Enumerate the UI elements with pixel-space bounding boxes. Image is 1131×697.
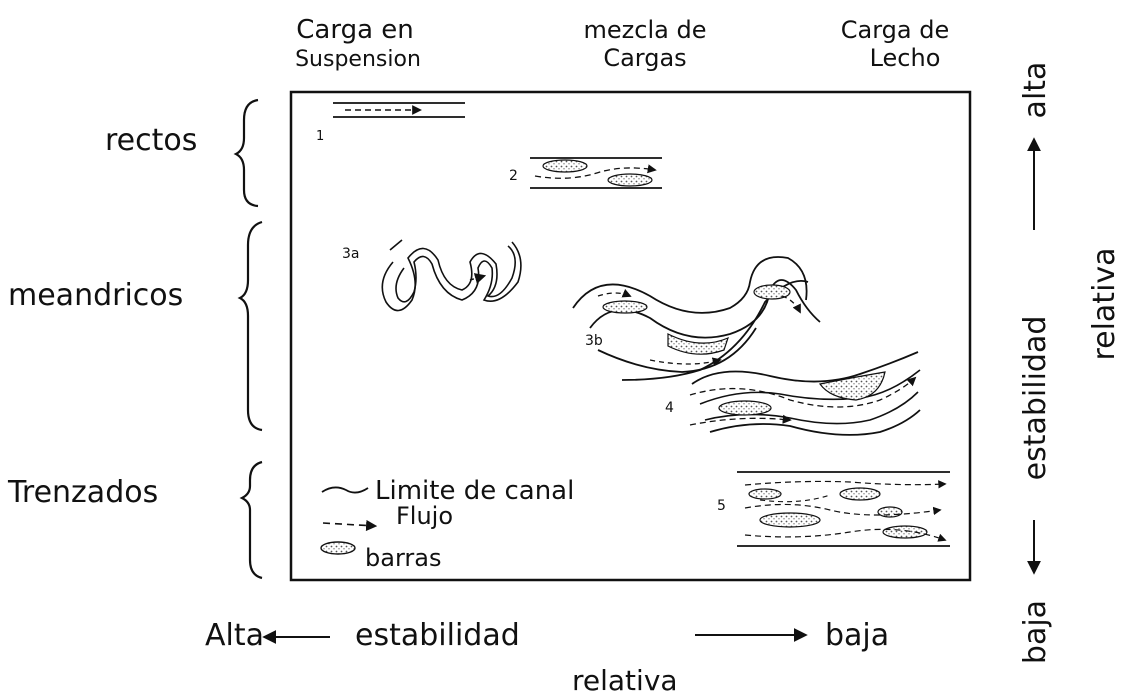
diagram-frame: [291, 92, 970, 580]
y-axis-low: baja: [1018, 600, 1053, 664]
column-header-bedload: Carga de Lecho: [841, 16, 949, 72]
column-header-mixed: mezcla de Cargas: [584, 16, 707, 72]
svg-text:Carga en: Carga en: [296, 15, 414, 45]
channel-3a-label: 3a: [342, 246, 360, 262]
row-label-straight: rectos: [105, 123, 197, 158]
legend-bars-symbol: [321, 542, 355, 554]
channel-4-sketch: [690, 352, 920, 435]
channel-2-label: 2: [509, 168, 518, 184]
brace-meandering: [240, 222, 262, 430]
svg-text:Cargas: Cargas: [603, 44, 686, 72]
x-axis-low: baja: [825, 618, 889, 653]
channel-3b-sketch: [573, 257, 820, 380]
x-axis-title: estabilidad: [355, 618, 520, 653]
y-axis-subtitle: relativa: [1087, 247, 1122, 360]
brace-braided: [242, 462, 262, 578]
row-label-meandering: meandricos: [8, 278, 183, 313]
legend-flow-label: Flujo: [396, 502, 453, 530]
y-axis-title: estabilidad: [1018, 316, 1053, 481]
y-axis-high: alta: [1018, 62, 1053, 119]
svg-text:Carga de: Carga de: [841, 16, 949, 44]
channel-4-label: 4: [665, 400, 674, 416]
channel-5-label: 5: [717, 498, 726, 514]
channel-2-sketch: [530, 158, 662, 188]
x-axis-annotation: Alta estabilidad relativa baja: [205, 618, 889, 697]
brace-straight: [236, 100, 258, 206]
channel-1-label: 1: [316, 129, 324, 144]
svg-text:Suspension: Suspension: [295, 47, 421, 72]
legend-boundary-symbol: [322, 487, 368, 492]
channel-5-sketch: [737, 472, 950, 546]
svg-text:Lecho: Lecho: [870, 44, 941, 72]
channel-3b-label: 3b: [585, 333, 603, 349]
channel-3a-sketch: [382, 240, 521, 311]
y-axis-annotation: alta estabilidad relativa baja: [1018, 62, 1122, 665]
row-label-braided: Trenzados: [7, 475, 158, 510]
column-header-suspension: Carga en Suspension: [295, 15, 421, 72]
x-axis-high: Alta: [205, 618, 264, 653]
legend-flow-symbol: [323, 523, 375, 526]
legend: Limite de canal Flujo barras: [321, 476, 574, 572]
x-axis-subtitle: relativa: [572, 664, 678, 697]
channel-1-sketch: [333, 103, 465, 117]
svg-text:mezcla de: mezcla de: [584, 16, 707, 44]
legend-bars-label: barras: [365, 544, 441, 572]
